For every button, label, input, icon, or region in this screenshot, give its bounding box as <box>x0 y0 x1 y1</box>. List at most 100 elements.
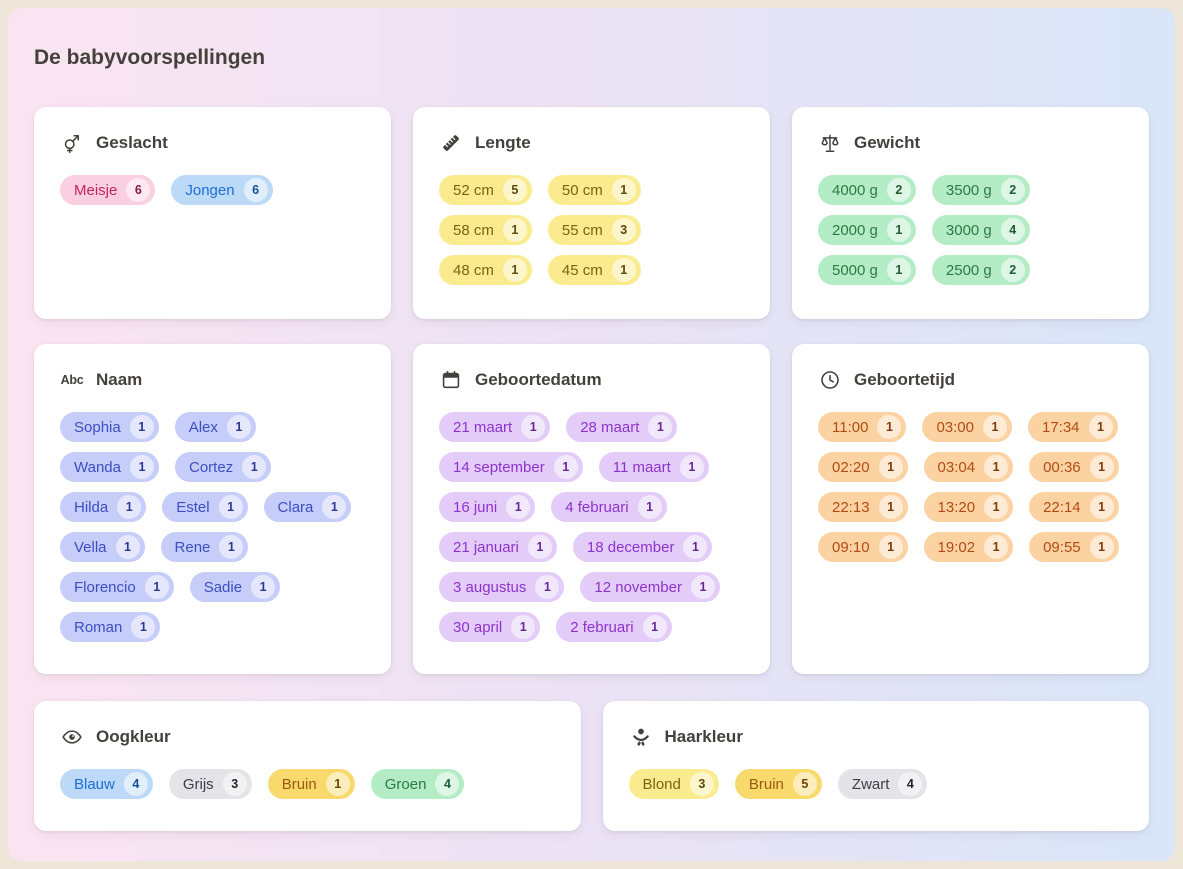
pill-count-badge: 1 <box>878 455 903 479</box>
pill-label: 3000 g <box>945 221 992 239</box>
pill-label: 21 januari <box>453 538 519 556</box>
pill-count-badge: 1 <box>527 535 552 559</box>
pill-label: 17:34 <box>1041 418 1080 436</box>
pill-label: 28 maart <box>580 418 640 436</box>
pill-count-badge: 1 <box>129 455 154 479</box>
card-title: Haarkleur <box>664 727 743 746</box>
pill-label: 09:55 <box>1043 538 1081 556</box>
pill-count-badge: 1 <box>117 495 142 519</box>
pill-label: 12 november <box>594 578 682 596</box>
pill-label: 00:36 <box>1043 458 1081 476</box>
pill-count-badge: 1 <box>683 535 708 559</box>
prediction-pill: 3 augustus 1 <box>439 572 565 602</box>
pill-label: 30 april <box>453 618 503 636</box>
pill-count-badge: 1 <box>648 415 673 439</box>
card-title: Oogkleur <box>96 727 171 746</box>
prediction-pill: Jongen 6 <box>171 175 273 205</box>
baby-icon <box>629 725 653 749</box>
prediction-pill: Blond 3 <box>628 769 719 799</box>
pill-label: Blauw <box>74 775 115 793</box>
pill-count-badge: 1 <box>242 455 267 479</box>
pill-count-badge: 1 <box>982 415 1007 439</box>
pill-label: Bruin <box>748 775 784 793</box>
card-header: Geboortetijd <box>818 368 1123 392</box>
pill-count-badge: 1 <box>129 415 154 439</box>
pill-count-badge: 2 <box>1000 258 1025 282</box>
pill-label: 5000 g <box>832 261 878 279</box>
pill-label: 13:20 <box>937 498 976 516</box>
pill-label: Wanda <box>74 458 121 476</box>
pill-label: Rene <box>174 538 211 556</box>
prediction-pill: 02:20 1 <box>818 452 908 482</box>
pill-count-badge: 2 <box>886 178 911 202</box>
pill-count-badge: 5 <box>502 178 527 202</box>
pill-count-badge: 1 <box>679 455 704 479</box>
prediction-pill: Sophia 1 <box>60 412 159 442</box>
pill-label: 02:20 <box>832 458 870 476</box>
pill-count-badge: 1 <box>325 772 350 796</box>
pill-count-badge: 1 <box>535 575 560 599</box>
pill-count-badge: 1 <box>611 178 636 202</box>
pill-label: Sophia <box>74 418 121 436</box>
pill-count-badge: 5 <box>792 772 817 796</box>
pill-label: 16 juni <box>453 498 498 516</box>
pill-label: Clara <box>277 498 314 516</box>
pill-count-badge: 1 <box>115 535 140 559</box>
pill-label: Estel <box>176 498 210 516</box>
gender-icon <box>60 131 84 155</box>
prediction-pill: Alex 1 <box>174 412 256 442</box>
pill-label: 4 februari <box>565 498 629 516</box>
page-title: De babyvoorspellingen <box>34 46 266 69</box>
pill-label: 52 cm <box>453 181 494 199</box>
prediction-pill: 21 januari 1 <box>439 532 557 562</box>
prediction-pill: 28 maart 1 <box>566 412 678 442</box>
prediction-pill: 16 juni 1 <box>439 492 536 522</box>
pill-label: Alex <box>188 418 218 436</box>
pill-count-badge: 1 <box>226 415 251 439</box>
pill-count-badge: 1 <box>1089 495 1114 519</box>
pill-count-badge: 6 <box>243 178 268 202</box>
pill-count-badge: 1 <box>984 455 1009 479</box>
pill-count-badge: 1 <box>131 615 156 639</box>
card-title: Gewicht <box>854 133 921 152</box>
pill-count-badge: 3 <box>222 772 247 796</box>
pill-label: Meisje <box>74 181 118 199</box>
pill-count-badge: 1 <box>322 495 347 519</box>
pill-label: 21 maart <box>453 418 513 436</box>
pill-label: Blond <box>642 775 681 793</box>
pill-count-badge: 1 <box>1088 415 1113 439</box>
pill-label: Jongen <box>185 181 235 199</box>
card-title: Geboortedatum <box>475 370 602 389</box>
pill-count-badge: 1 <box>984 535 1009 559</box>
pill-count-badge: 3 <box>689 772 714 796</box>
pill-count-badge: 1 <box>506 495 531 519</box>
pill-count-badge: 1 <box>877 415 902 439</box>
pill-label: 3 augustus <box>453 578 527 596</box>
prediction-pill: 17:34 1 <box>1027 412 1118 442</box>
